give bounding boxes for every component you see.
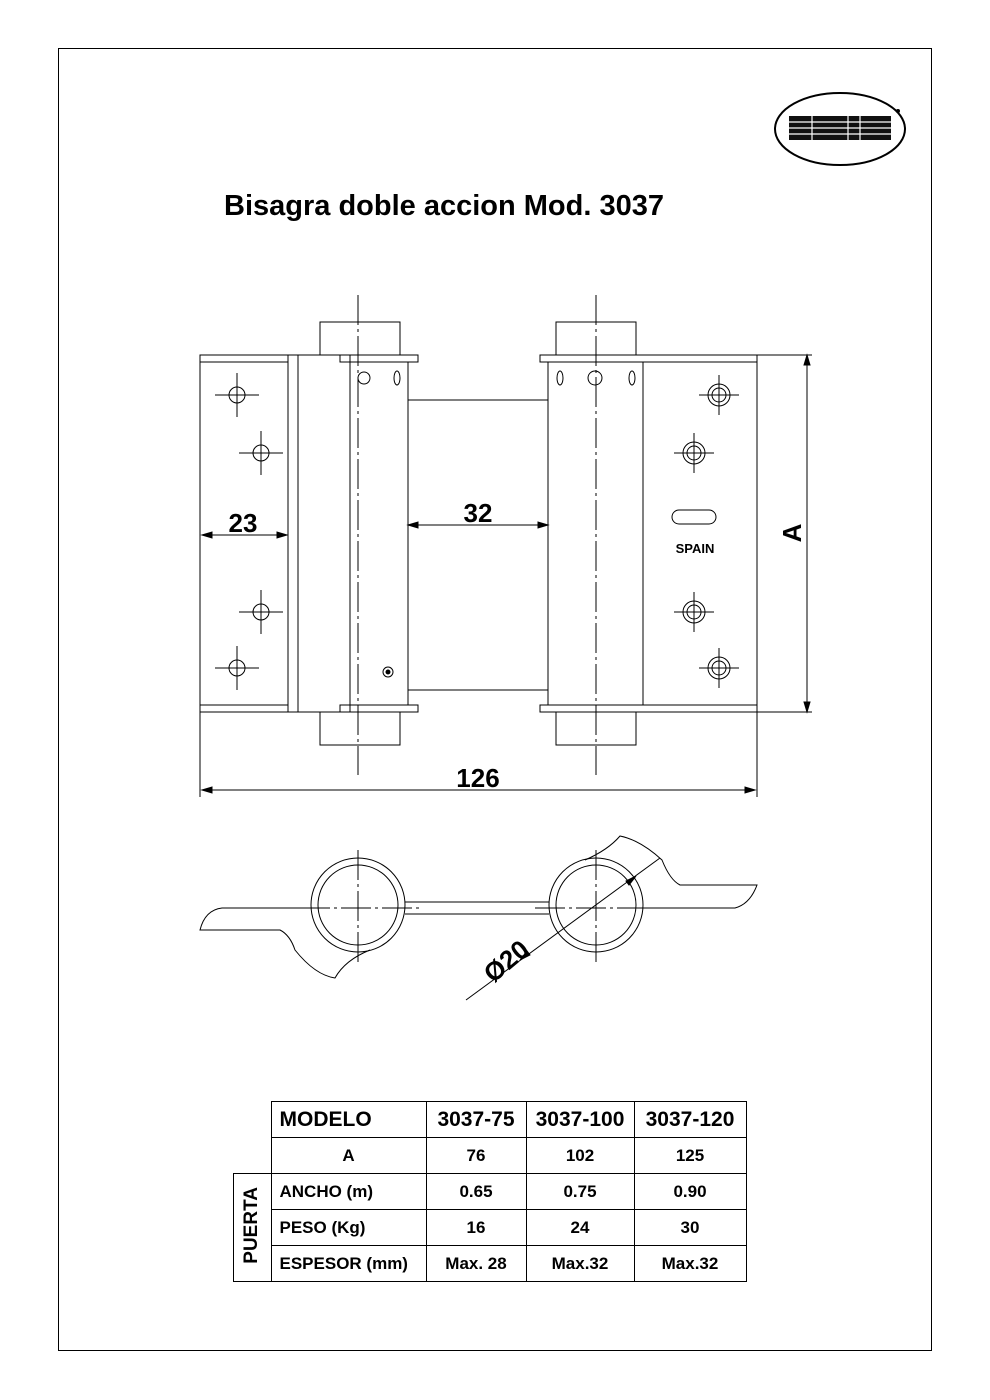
cell: Max.32 bbox=[525, 1245, 635, 1282]
dim-plate-width: 23 bbox=[229, 508, 258, 538]
centerlines bbox=[357, 295, 597, 775]
dim-total-width: 126 bbox=[456, 763, 499, 793]
cell: 0.65 bbox=[425, 1173, 527, 1210]
table-row: ESPESOR (mm) Max. 28 Max.32 Max.32 bbox=[234, 1245, 747, 1282]
cell: 0.90 bbox=[633, 1173, 747, 1210]
cell: Max.32 bbox=[633, 1245, 747, 1282]
dim-height: A bbox=[777, 523, 807, 542]
dim-diameter: Ø20 bbox=[478, 934, 535, 989]
cell: 0.75 bbox=[525, 1173, 635, 1210]
cell: Max. 28 bbox=[425, 1245, 527, 1282]
plan-view bbox=[199, 835, 758, 1001]
dim-gap: 32 bbox=[464, 498, 493, 528]
page-frame bbox=[58, 48, 932, 1351]
row-label: A bbox=[270, 1137, 427, 1174]
puerta-label: PUERTA bbox=[241, 1186, 263, 1264]
cell: 125 bbox=[633, 1137, 747, 1174]
header-model: 3037-120 bbox=[633, 1101, 747, 1138]
screw-holes bbox=[215, 373, 739, 690]
dimension-lines bbox=[199, 353, 812, 797]
header-modelo: MODELO bbox=[270, 1101, 427, 1138]
row-label: PESO (Kg) bbox=[270, 1209, 427, 1246]
left-leaf bbox=[199, 321, 419, 746]
group-label-cell: PUERTA bbox=[233, 1173, 272, 1282]
model-spec-table: MODELO 3037-75 3037-100 3037-120 A 76 10… bbox=[233, 1101, 747, 1282]
plate-origin-text: SPAIN bbox=[676, 541, 715, 556]
row-label: ANCHO (m) bbox=[270, 1173, 427, 1210]
right-leaf: SPAIN bbox=[539, 321, 758, 746]
table-row: PUERTA ANCHO (m) 0.65 0.75 0.90 bbox=[233, 1173, 747, 1282]
cell: 16 bbox=[425, 1209, 527, 1246]
table-row: A 76 102 125 bbox=[234, 1137, 747, 1174]
header-model: 3037-75 bbox=[425, 1101, 527, 1138]
row-label: ESPESOR (mm) bbox=[270, 1245, 427, 1282]
cell: 30 bbox=[633, 1209, 747, 1246]
cell: 102 bbox=[525, 1137, 635, 1174]
cell: 24 bbox=[525, 1209, 635, 1246]
page-title: Bisagra doble accion Mod. 3037 bbox=[224, 190, 664, 222]
table-header-row: MODELO 3037-75 3037-100 3037-120 bbox=[234, 1101, 747, 1138]
header-model: 3037-100 bbox=[525, 1101, 635, 1138]
cell: 76 bbox=[425, 1137, 527, 1174]
amig-logo bbox=[774, 92, 906, 166]
connecting-band bbox=[408, 399, 548, 691]
table-row: PESO (Kg) 16 24 30 bbox=[234, 1209, 747, 1246]
